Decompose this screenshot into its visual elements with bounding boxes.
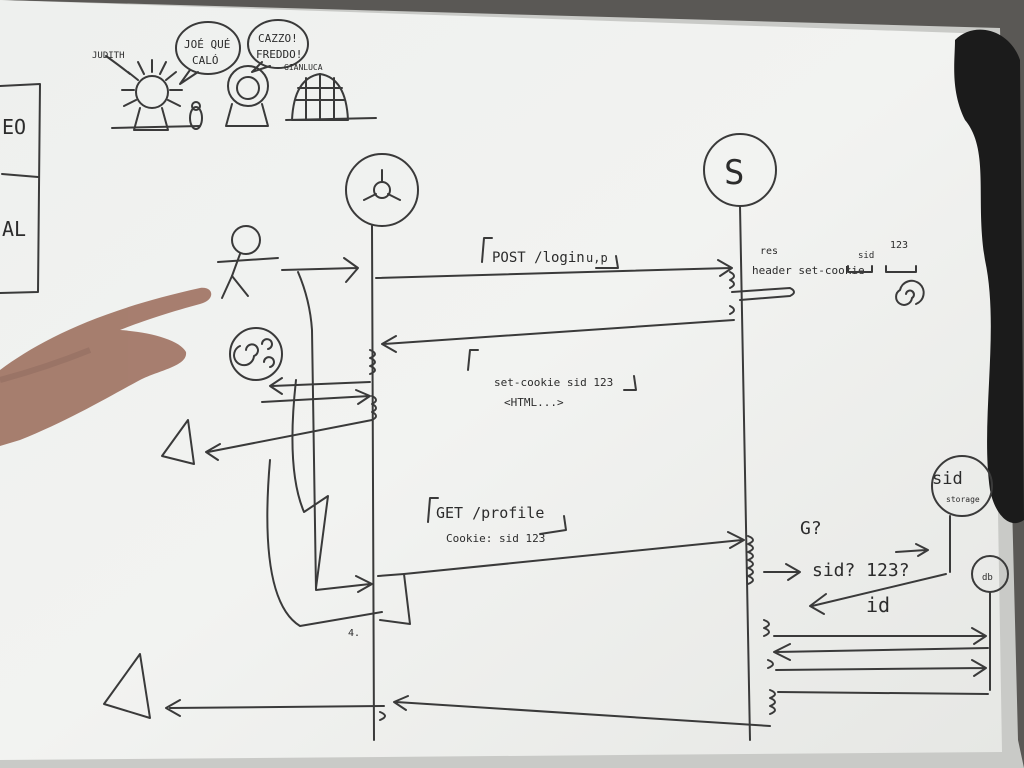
svg-text:db: db	[982, 573, 993, 583]
small-label: 4.	[348, 628, 360, 639]
view-icon-1	[161, 419, 195, 465]
browser-participant	[345, 153, 419, 227]
session-storage-participant: sid storage	[931, 455, 993, 517]
profile-request-line1: GET /profile	[436, 504, 544, 522]
left-panel-text1: EO	[2, 115, 26, 139]
user-arrow	[281, 257, 359, 283]
svg-text:JOÉ QUÉ: JOÉ QUÉ	[184, 38, 230, 51]
id-label: id	[866, 593, 890, 617]
cookie-value-label: 123	[890, 240, 908, 251]
server-note-line2: header set-cookie	[752, 264, 865, 277]
server-question: G?	[800, 518, 822, 539]
svg-text:CAZZO!: CAZZO!	[258, 32, 298, 45]
final-response-arrow	[165, 699, 385, 717]
svg-text:storage: storage	[946, 495, 980, 504]
bubble-1: JOÉ QUÉ CALÓ	[175, 21, 241, 85]
session-spiral-icon	[229, 327, 283, 381]
profile-request-line2: Cookie: sid 123	[446, 532, 545, 545]
judith-doodle: JUDITH	[92, 51, 201, 131]
svg-text:CALÓ: CALÓ	[192, 54, 219, 67]
server-note-line1: res	[760, 246, 778, 257]
server-lifeline	[739, 205, 751, 741]
igloo-doodle: GIANLUCA	[284, 63, 377, 121]
view-icon-2	[103, 653, 151, 719]
login-response-line2: <HTML...>	[504, 396, 564, 409]
login-params-label: u,p	[586, 251, 608, 265]
user-loop-line	[297, 271, 373, 593]
login-response-line1: set-cookie sid 123	[494, 376, 613, 389]
svg-text:FREDDO!: FREDDO!	[256, 48, 302, 61]
gianluca-label: GIANLUCA	[284, 63, 323, 72]
presenter-hand	[0, 287, 212, 446]
cookie-spiral-icon	[895, 279, 925, 306]
svg-text:sid: sid	[932, 469, 963, 489]
judith-label: JUDITH	[92, 51, 125, 61]
browser-lifeline	[371, 225, 375, 741]
left-panel-text2: AL	[2, 217, 26, 241]
login-request-label: POST /login	[492, 250, 585, 266]
left-panel-box	[0, 83, 41, 294]
server-label: S	[724, 153, 744, 193]
cookie-key-label: sid	[858, 251, 874, 261]
login-request-arrow	[375, 259, 733, 279]
profile-request-arrow	[403, 531, 745, 575]
user-figure	[217, 225, 279, 299]
login-response-arrow	[381, 319, 735, 353]
penguin-doodle	[189, 101, 203, 130]
black-cloth	[954, 29, 1024, 524]
server-lookup: sid? 123?	[812, 560, 910, 581]
bubble-2: CAZZO! FREDDO!	[247, 19, 309, 73]
gianluca-doodle	[225, 65, 269, 127]
